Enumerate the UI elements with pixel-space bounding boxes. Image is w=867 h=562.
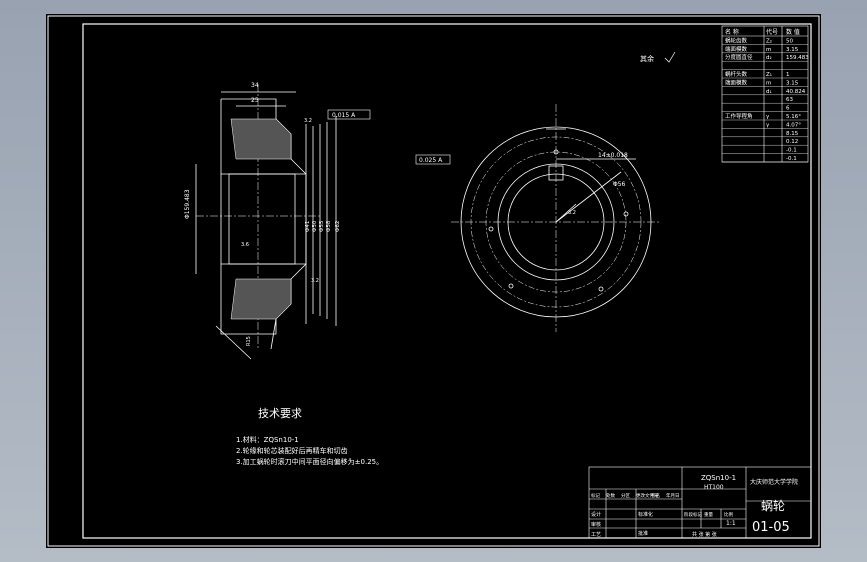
tolerance-side-text: 0.015 A	[332, 112, 356, 119]
tb-role: 审核	[591, 521, 601, 528]
outer-border	[47, 15, 820, 547]
material-bottom: HT100	[704, 484, 724, 491]
tb-header: 签名	[651, 492, 660, 499]
side-dim-label: Φ41	[305, 221, 311, 232]
params-cell: 蜗轮齿数	[725, 36, 748, 44]
side-dim-label: Φ58	[326, 220, 332, 232]
scale-value: 1:1	[726, 520, 736, 527]
params-cell: Z₂	[766, 38, 772, 44]
inner-border	[82, 23, 812, 539]
drawing-number: 01-05	[752, 520, 790, 535]
params-cell: 3.15	[786, 80, 799, 86]
tb-role: 设计	[591, 511, 601, 518]
params-cell: γ	[766, 114, 770, 120]
chamfer-label: 3.6	[241, 242, 249, 248]
front-circle-view	[451, 104, 661, 332]
keyway-dim: 14±0.018	[598, 152, 628, 159]
tech-req-item: 2.轮缘和轮芯装配好后再精车和切齿	[236, 446, 348, 455]
params-cell: 端面模数	[725, 45, 748, 53]
params-cell: 63	[786, 97, 793, 103]
params-cell: 1	[786, 72, 790, 78]
side-dim-label: Φ62	[335, 221, 341, 232]
params-header-cell: 名 称	[725, 28, 739, 36]
section-hatch	[230, 118, 292, 320]
angle-top: 3.2	[304, 118, 312, 124]
front-dim-b: 3.2	[568, 210, 576, 216]
params-cell: 50	[786, 38, 793, 44]
tb-role: 工艺	[591, 532, 601, 538]
params-cell: 159.483	[786, 55, 809, 61]
sheet-info: 共 张 第 张	[692, 531, 717, 538]
material-top: ZQSn10-1	[701, 474, 736, 482]
side-dim-label: Φ55	[319, 220, 325, 232]
title-block-labels: 标记处数分区更改文件号签名年月日阶段标记重量 比例 设计审核工艺 标准化批准	[591, 492, 733, 538]
tech-req-item: 3.加工蜗轮时滚刀中间平面径向偏移为±0.25。	[236, 457, 383, 466]
dim-top2: 25	[251, 97, 259, 104]
roughness-note: 其余	[640, 54, 654, 63]
tolerance-front-text: 0.025 A	[419, 157, 443, 164]
tb-header: 年月日	[666, 492, 680, 499]
front-dim-a: Φ56	[613, 181, 626, 188]
tolerance-frame-side	[327, 109, 371, 120]
tb-stage-label: 重量	[704, 511, 713, 518]
params-cell: m	[766, 47, 771, 53]
params-cell: 6	[786, 106, 790, 112]
tb-header: 标记	[591, 492, 600, 499]
dim-left: Φ159.483	[184, 189, 191, 219]
tech-req-list: 1.材料：ZQSn10-1 2.轮缘和轮芯装配好后再精车和切齿 3.加工蜗轮时滚刀中…	[236, 435, 383, 466]
school-name: 大庆师范大学学院	[750, 478, 798, 486]
tb-std: 标准化	[638, 511, 653, 518]
params-cell: 工作导程角	[725, 112, 753, 120]
params-cell: 端面模数	[725, 78, 748, 86]
side-dim-label: Φ50	[312, 220, 318, 232]
params-rows: 名 称 代号数 值蜗轮齿数 Z₂ 50 端面模数 m 3.15 分度圆直径 d₂ 159.483 蜗…	[722, 28, 809, 163]
params-header-cell: 代号	[766, 28, 778, 36]
params-cell: -0.1	[786, 156, 797, 162]
tech-req-title: 技术要求	[258, 407, 302, 420]
params-cell: -0.1	[786, 148, 797, 154]
params-cell: m	[766, 80, 771, 86]
tb-stage-label: 比例	[724, 511, 733, 518]
params-cell: d₂	[766, 55, 772, 61]
params-cell: 8.15	[786, 131, 799, 137]
dim-small: R15	[246, 336, 252, 346]
tb-approve: 批准	[638, 530, 648, 537]
params-cell: Z₁	[766, 72, 772, 78]
params-cell: 0.12	[786, 139, 798, 145]
params-cell: 3.15	[786, 47, 799, 53]
params-cell: 4.07°	[786, 122, 801, 128]
tb-header: 更改文件号	[636, 492, 659, 499]
side-section-view	[195, 84, 337, 360]
title-block	[588, 466, 812, 539]
params-cell: 分度圆直径	[725, 53, 753, 61]
tb-header: 分区	[621, 492, 630, 499]
tb-stage-label: 阶段标记	[684, 511, 702, 518]
params-cell: γ	[766, 122, 770, 128]
params-cell: d₁	[766, 89, 772, 95]
part-name: 蜗轮	[761, 498, 785, 513]
tb-header: 处数	[606, 492, 615, 499]
tolerance-frame-front	[415, 154, 451, 165]
params-cell: 5.16°	[786, 114, 801, 120]
params-cell: 40.824	[786, 89, 806, 95]
params-header-cell: 数 值	[786, 28, 800, 36]
drawing-sheet[interactable]: 名 称 代号数 值蜗轮齿数 Z₂ 50 端面模数 m 3.15 分度圆直径 d₂ 159.483 蜗…	[46, 14, 821, 548]
roughness-symbol	[664, 51, 676, 63]
params-cell: 蜗杆头数	[725, 70, 748, 78]
dim-top: 34	[251, 82, 259, 89]
drawing-canvas[interactable]: 名 称 代号数 值蜗轮齿数 Z₂ 50 端面模数 m 3.15 分度圆直径 d₂ 159.483 蜗…	[46, 14, 821, 548]
angle-bottom: 3.2	[311, 278, 319, 284]
tech-req-item: 1.材料：ZQSn10-1	[236, 435, 299, 444]
